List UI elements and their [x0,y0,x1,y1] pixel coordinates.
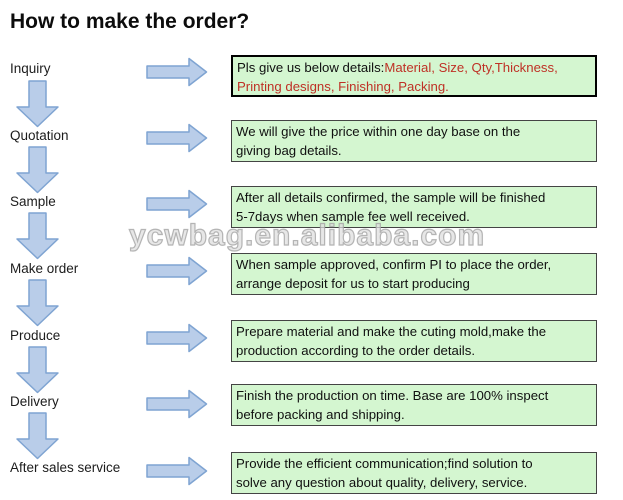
down-arrow-icon [15,212,60,260]
step-box-quotation: We will give the price within one day ba… [231,120,597,162]
box-text-red: Material, Size, Qty,Thickness, [384,60,558,75]
box-text-black: Pls give us below details: [237,60,385,75]
right-arrow-icon [146,389,208,419]
box-text-line: production according to the order detail… [236,342,475,358]
down-arrow-icon [15,412,60,460]
step-box-inquiry: Pls give us below details:Material, Size… [231,55,597,97]
box-text-line: Pls give us below details:Material, Size… [237,59,591,78]
box-text-red: Printing designs, Finishing, Packing. [237,78,449,94]
right-arrow-icon [146,189,208,219]
step-label-delivery: Delivery [10,394,59,409]
step-box-make-order: When sample approved, confirm PI to plac… [231,253,597,295]
step-box-sample: After all details confirmed, the sample … [231,186,597,228]
box-text-line: Provide the efficient communication;find… [236,456,533,471]
right-arrow-icon [146,57,208,87]
box-text-line: arrange deposit for us to start producin… [236,275,470,291]
step-label-make-order: Make order [10,261,79,276]
step-label-produce: Produce [10,328,61,343]
right-arrow-icon [146,456,208,486]
box-text-line: After all details confirmed, the sample … [236,190,546,205]
right-arrow-icon [146,256,208,286]
step-box-after-sales: Provide the efficient communication;find… [231,452,597,494]
box-text-line: giving bag details. [236,142,342,158]
right-arrow-icon [146,123,208,153]
down-arrow-icon [15,279,60,327]
right-arrow-icon [146,323,208,353]
down-arrow-icon [15,346,60,394]
box-text-line: before packing and shipping. [236,406,405,422]
step-label-quotation: Quotation [10,128,69,143]
down-arrow-icon [15,80,60,128]
box-text-line: When sample approved, confirm PI to plac… [236,257,552,272]
box-text-line: Finish the production on time. Base are … [236,388,549,403]
step-label-sample: Sample [10,194,56,209]
box-text-line: 5-7days when sample fee well received. [236,208,470,224]
down-arrow-icon [15,146,60,194]
box-text-line: We will give the price within one day ba… [236,124,521,139]
step-label-inquiry: Inquiry [10,61,51,76]
step-box-produce: Prepare material and make the cuting mol… [231,320,597,362]
step-box-delivery: Finish the production on time. Base are … [231,384,597,426]
box-text-line: solve any question about quality, delive… [236,474,528,490]
box-text-line: Prepare material and make the cuting mol… [236,324,547,339]
page-title: How to make the order? [10,10,250,33]
step-label-after-sales: After sales service [10,460,121,475]
